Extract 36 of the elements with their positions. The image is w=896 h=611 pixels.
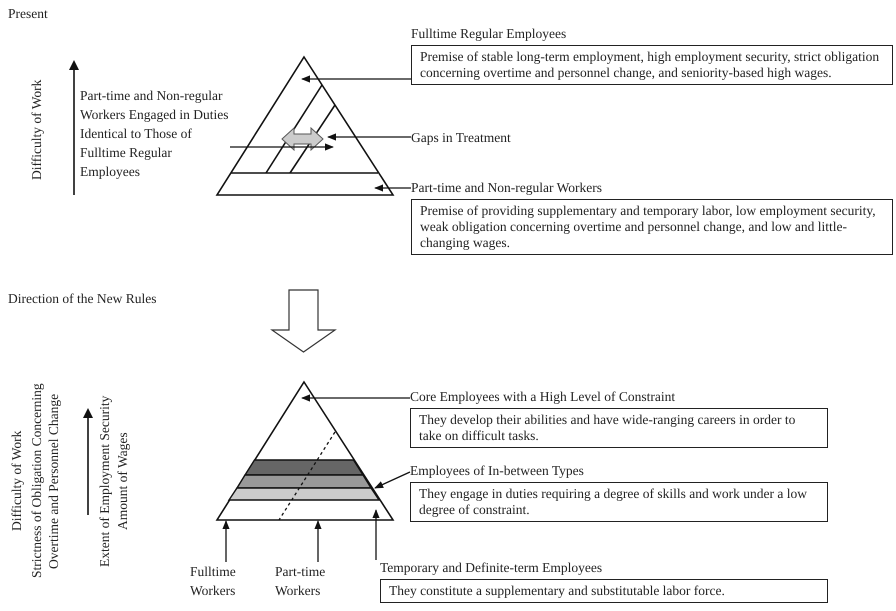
section-title: Direction of the New Rules [8,291,156,307]
section-title: Present [8,6,48,22]
leader-line [374,184,411,192]
callout-label: Part-time and Non-regular Workers Engaged in Duties Identical to Those of Fulltime Regular Employees [80,86,230,181]
axis-label: Strictness of Obligation Concerning Overtime and Personnel Change [28,382,62,580]
description-box: Premise of providing supplementary and temporary labor, low employment security, weak obligation concerning overtime and personnel change, and low and little-changing wages. [411,199,893,255]
description-box: They develop their abilities and have wide-ranging careers in order to take on difficult tasks. [410,408,828,448]
card-heading: Core Employees with a High Level of Constraint [410,389,676,405]
axis-label: Difficulty of Work [8,430,25,534]
axis-label: Extent of Employment Security [96,394,113,569]
leader-line [301,75,411,83]
callout-label: Gaps in Treatment [411,128,511,147]
axis-label: Difficulty of Work [28,78,45,182]
callout-label: Part-time Workers [275,562,347,600]
pyramid-drawing [216,380,394,521]
description-box: They constitute a supplementary and substitutable labor force. [380,579,828,603]
text-card [410,389,828,448]
leader-line [374,471,410,489]
card-heading: Employees of In-between Types [410,463,585,479]
axis-label: Amount of Wages [114,431,131,532]
callout-label: Fulltime Workers [190,562,256,600]
leader-line [327,133,411,141]
description-box: Premise of stable long-term employment, high employment security, strict obligation concerning overtime and personnel change, and seniority-based high wages. [411,45,893,85]
card-heading: Fulltime Regular Employees [411,26,568,42]
leader-line [222,520,230,562]
card-heading: Temporary and Definite-term Employees [380,560,604,576]
card-heading: Part-time and Non-regular Workers [411,180,603,196]
text-card [411,180,893,255]
leader-line [314,520,322,562]
leader-line [301,394,410,402]
text-card [380,560,828,603]
leader-line [372,509,380,560]
description-box: They engage in duties requiring a degree of skills and work under a low degree of constraint. [410,482,828,522]
leader-line [230,143,334,151]
text-card [411,26,893,85]
text-card [410,463,828,522]
